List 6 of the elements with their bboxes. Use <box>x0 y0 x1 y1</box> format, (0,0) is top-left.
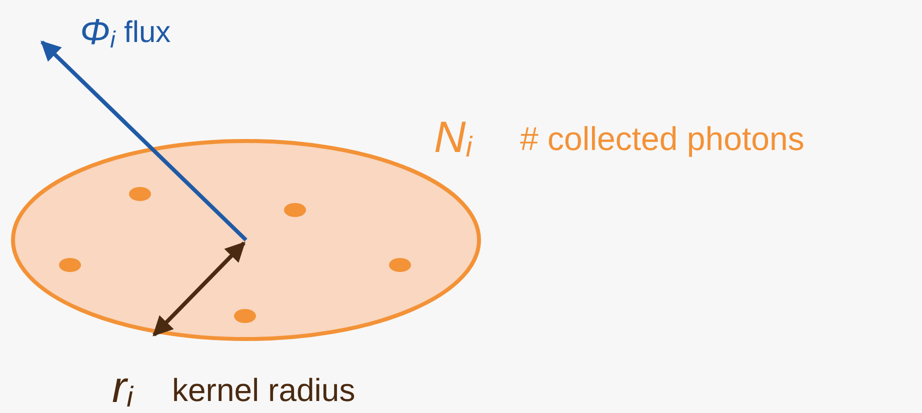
symbol-label: r$_{i}$ <box>112 366 134 412</box>
flux-label: flux <box>124 18 171 48</box>
photon-count-label: # collected photons <box>520 122 804 155</box>
radius-label: kernel radius <box>172 374 356 406</box>
symbol-label: N$_{i}$ <box>434 116 472 162</box>
symbol-label: Φ$_{i}$ <box>80 14 116 52</box>
